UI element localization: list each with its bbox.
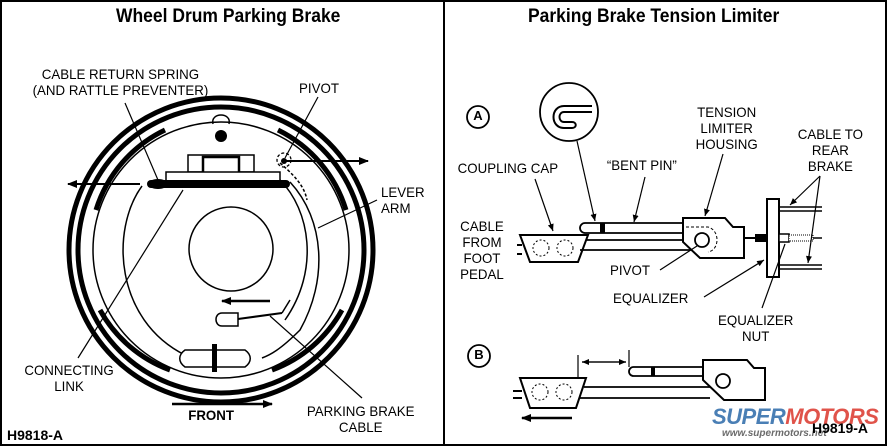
- right-shoe: [279, 179, 308, 321]
- bent-pin-detail-circle: [539, 82, 599, 142]
- label-parking-brake-cable: PARKING BRAKE CABLE: [306, 403, 415, 435]
- lining-upper-right: [276, 127, 349, 211]
- adjuster-wheel: [212, 344, 217, 372]
- figure-code-left: H9818-A: [7, 427, 64, 443]
- leader-equalizer-nut: [761, 243, 786, 309]
- label-cable-to-rear-brake: CABLE TO REAR BRAKE: [797, 126, 864, 174]
- leader-bent-pin: [632, 176, 646, 223]
- housing-dashed-a: [686, 226, 718, 253]
- label-front: FRONT: [188, 407, 235, 423]
- bent-pin-rod-b: [628, 366, 710, 377]
- lever-arm-line: [261, 181, 320, 359]
- label-bent-pin: “BENT PIN”: [606, 157, 677, 173]
- label-lever-arm: LEVER ARM: [381, 184, 425, 216]
- watermark-url: www.supermotors.net: [722, 428, 827, 439]
- label-cable-return-spring: CABLE RETURN SPRING (AND RATTLE PREVENTE…: [32, 66, 209, 98]
- parking-cable-line: [237, 312, 283, 320]
- leader-rear-cable-lower: [805, 175, 821, 264]
- connecting-link-bar: [147, 180, 290, 188]
- watermark-brand-super: SUPER: [712, 404, 786, 429]
- coupling-ball-b2: [555, 383, 573, 401]
- leader-housing: [704, 153, 724, 217]
- coupling-cap-a: [518, 234, 590, 263]
- watermark: SUPERMOTORS www.supermotors.net: [710, 404, 882, 442]
- threads-right: [788, 234, 814, 242]
- equalizer-nut: [778, 233, 790, 243]
- bent-pin-collar-a: [600, 223, 605, 233]
- view-b-badge: [467, 344, 491, 368]
- lining-lower-left: [97, 308, 171, 373]
- coupling-ball-a2: [556, 239, 574, 257]
- lining-upper-left: [93, 127, 167, 211]
- limiter-housing-a: [682, 217, 745, 259]
- bent-pin-collar-b: [651, 367, 655, 376]
- backing-plate: [92, 121, 350, 379]
- limiter-housing-b: [702, 359, 766, 401]
- anchor-pin: [215, 130, 227, 142]
- view-a-badge: [466, 105, 490, 129]
- label-pivot-left: PIVOT: [299, 80, 339, 96]
- leader-coupling-cap: [534, 178, 554, 232]
- housing-pivot-a: [694, 232, 710, 248]
- drum-brake-drawing: [66, 95, 378, 408]
- leader-parking-brake-cable: [269, 315, 363, 399]
- label-cable-from-foot-pedal: CABLE FROM FOOT PEDAL: [460, 218, 504, 282]
- view-b-letter: B: [474, 347, 484, 362]
- left-shoe: [122, 185, 186, 356]
- leader-pivot-r: [659, 245, 698, 271]
- leader-lever-arm: [317, 199, 378, 229]
- coupling-ball-b1: [531, 383, 549, 401]
- housing-pivot-b: [715, 373, 731, 389]
- hub: [188, 206, 274, 292]
- lining-lower-right: [271, 308, 345, 373]
- label-equalizer-nut: EQUALIZER NUT: [717, 312, 794, 344]
- figure-code-right: H9819-A: [812, 420, 869, 436]
- coupling-cap-b: [518, 377, 588, 409]
- label-coupling-cap: COUPLING CAP: [457, 160, 559, 176]
- leader-connecting-link: [77, 189, 184, 359]
- leader-equalizer: [703, 259, 765, 298]
- label-connecting-link: CONNECTING LINK: [24, 362, 114, 394]
- cable-end-fitting: [215, 312, 239, 327]
- leader-cable-return-spring: [124, 102, 159, 181]
- leader-pivot: [284, 96, 319, 159]
- anchor-outline: [212, 114, 230, 125]
- bent-pin-glyph: [552, 105, 592, 129]
- coupling-ball-a1: [532, 239, 550, 257]
- leader-bent-pin-detail: [576, 140, 597, 222]
- drum-outer-ring: [66, 95, 376, 405]
- label-tension-limiter-housing: TENSION LIMITER HOUSING: [695, 104, 758, 152]
- right-panel-title: Parking Brake Tension Limiter: [528, 6, 780, 27]
- parking-cable-bend: [281, 299, 291, 314]
- leader-rear-cable-upper: [789, 175, 821, 206]
- pivot-point: [281, 158, 287, 164]
- view-a-letter: A: [473, 108, 483, 123]
- watermark-brand-motors: MOTORS: [785, 404, 879, 429]
- label-pivot-right: PIVOT: [610, 262, 650, 278]
- return-spring: [148, 179, 168, 189]
- left-panel-title: Wheel Drum Parking Brake: [116, 6, 341, 27]
- threads-left: [755, 234, 767, 242]
- label-equalizer: EQUALIZER: [612, 290, 689, 306]
- drum-inner-ring: [75, 104, 367, 396]
- tension-limiter-drawing: [466, 82, 822, 422]
